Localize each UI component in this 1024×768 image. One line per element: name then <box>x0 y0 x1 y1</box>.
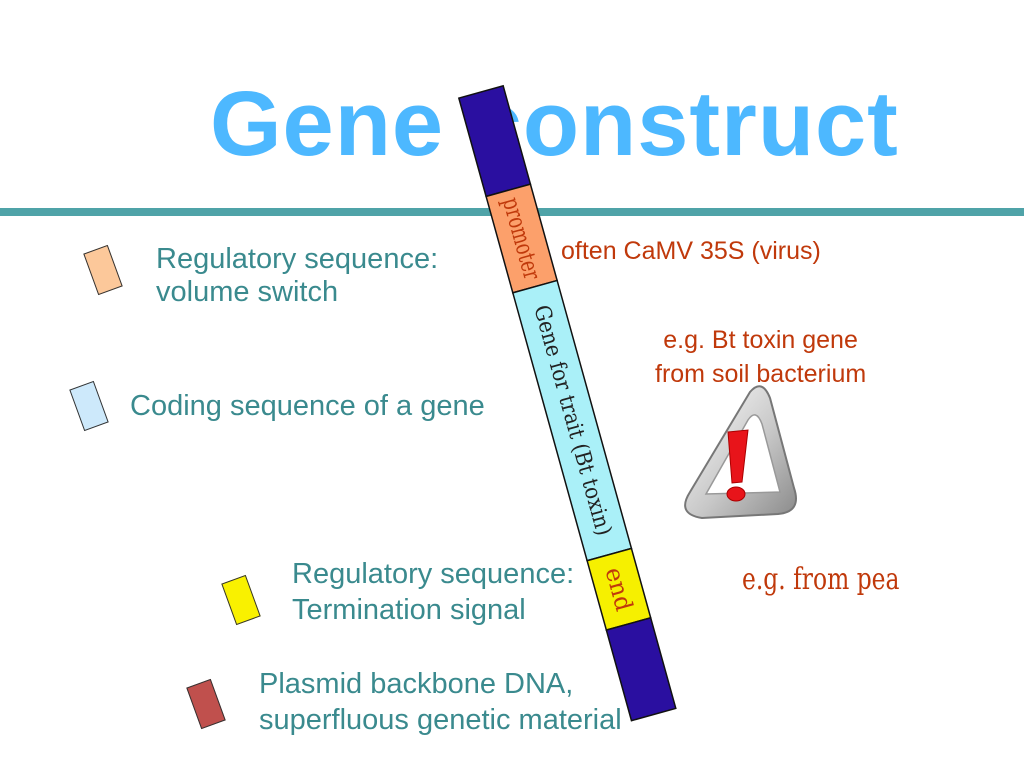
backbone-bottom <box>605 616 677 722</box>
legend-end-line1: Regulatory sequence: <box>292 558 575 590</box>
note-end: e.g. from pea <box>742 562 900 597</box>
legend-promoter-line1: Regulatory sequence: <box>156 243 439 275</box>
legend-gene-text: Coding sequence of a gene <box>130 390 485 423</box>
legend-promoter-line2: volume switch <box>156 276 339 308</box>
legend-gene-line1: Coding sequence of a gene <box>130 390 485 422</box>
dna-strip: promoter Gene for trait (Bt toxin) end <box>457 84 677 722</box>
warning-triangle-icon <box>684 385 797 520</box>
legend-promoter-text: Regulatory sequence: volume switch <box>156 243 438 309</box>
legend-backbone-line1: Plasmid backbone DNA, <box>259 668 574 700</box>
legend-end-line2: Termination signal <box>292 594 526 626</box>
note-gene-line2: from soil bacterium <box>655 360 867 388</box>
legend-end-text: Regulatory sequence: Termination signal <box>292 556 574 628</box>
backbone-top <box>457 84 532 198</box>
note-gene: e.g. Bt toxin gene from soil bacterium <box>655 323 866 391</box>
legend-backbone-line2: superfluous genetic material <box>259 704 622 736</box>
legend-backbone-text: Plasmid backbone DNA, superfluous geneti… <box>259 666 622 738</box>
page-title: Gene construct <box>210 73 899 175</box>
note-gene-line1: e.g. Bt toxin gene <box>663 326 858 354</box>
note-promoter: often CaMV 35S (virus) <box>561 237 821 265</box>
